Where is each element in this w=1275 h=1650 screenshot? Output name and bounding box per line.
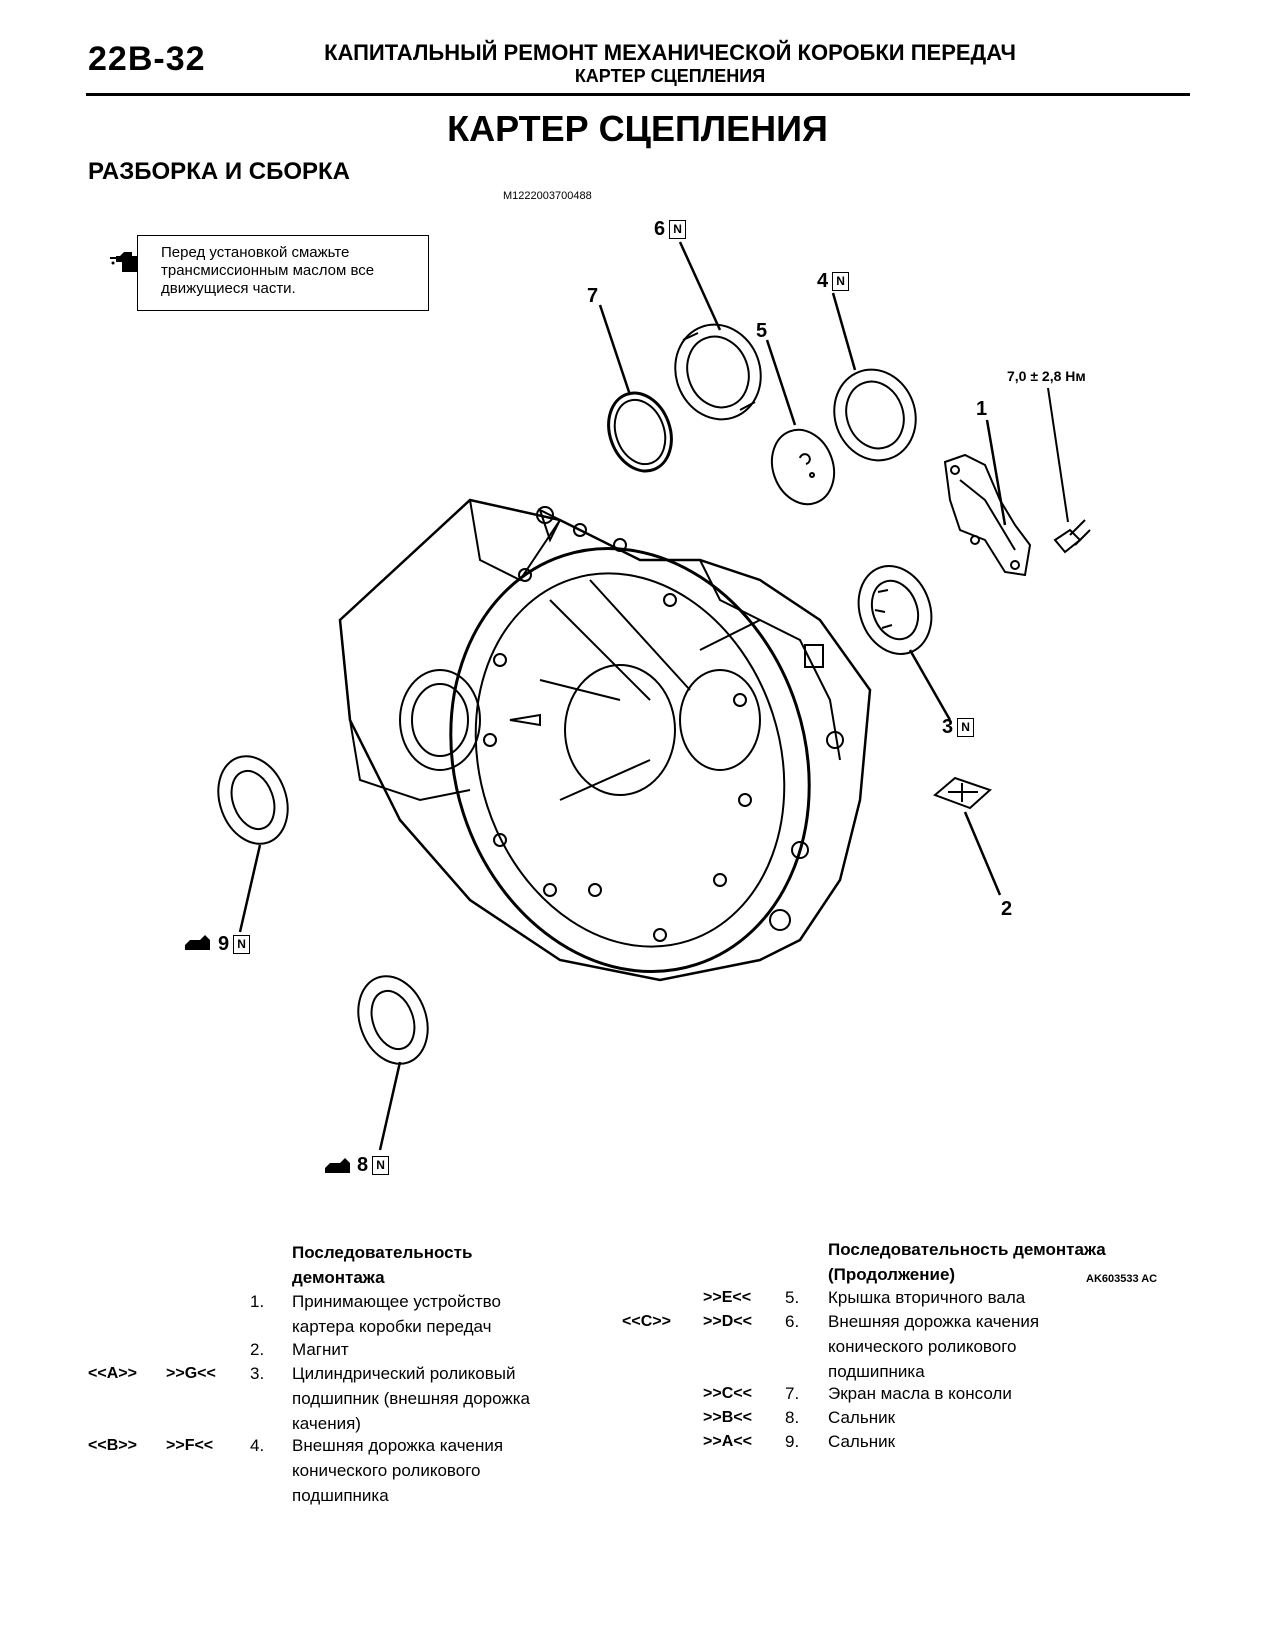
lubrication-note-text: Перед установкой смажьте трансмиссионным… xyxy=(161,244,375,297)
figure-code: AK603533 AC xyxy=(1086,1273,1158,1285)
oil-can-markers xyxy=(185,935,350,1173)
list-left-heading: Последовательность демонтажа xyxy=(292,1243,473,1287)
page-subtitle: РАЗБОРКА И СБОРКА xyxy=(88,158,350,185)
bolt xyxy=(1053,519,1091,554)
label-2: 2 xyxy=(1001,898,1013,920)
lubrication-note-box xyxy=(137,235,429,311)
page-title: КАРТЕР СЦЕПЛЕНИЯ xyxy=(447,108,828,149)
clutch-housing xyxy=(338,498,872,982)
part-5-cover xyxy=(770,428,836,506)
torque-spec: 7,0 ± 2,8 Нм xyxy=(1007,368,1086,384)
document-code: M1222003700488 xyxy=(503,190,592,202)
list-right-heading: Последовательность демонтажа (Продолжени… xyxy=(828,1240,1106,1284)
header-rule xyxy=(86,93,1190,96)
part-7-oil-shield xyxy=(607,391,673,473)
part-3-roller-bearing xyxy=(857,565,933,655)
chapter-title: КАПИТАЛЬНЫЙ РЕМОНТ МЕХАНИЧЕСКОЙ КОРОБКИ … xyxy=(324,40,1016,65)
page-number: 22B-32 xyxy=(88,40,206,78)
label-7: 7 xyxy=(587,285,599,307)
part-1-bracket xyxy=(943,453,1032,577)
part-9-oil-seal xyxy=(217,755,289,845)
section-title: КАРТЕР СЦЕПЛЕНИЯ xyxy=(574,66,766,86)
part-2-magnet xyxy=(933,776,992,810)
part-8-oil-seal xyxy=(357,975,429,1065)
oil-can-icon xyxy=(110,252,138,272)
label-1: 1 xyxy=(976,398,988,420)
part-4-bearing-race xyxy=(833,368,917,462)
part-6-bearing-race xyxy=(674,323,762,421)
label-5: 5 xyxy=(756,320,768,342)
